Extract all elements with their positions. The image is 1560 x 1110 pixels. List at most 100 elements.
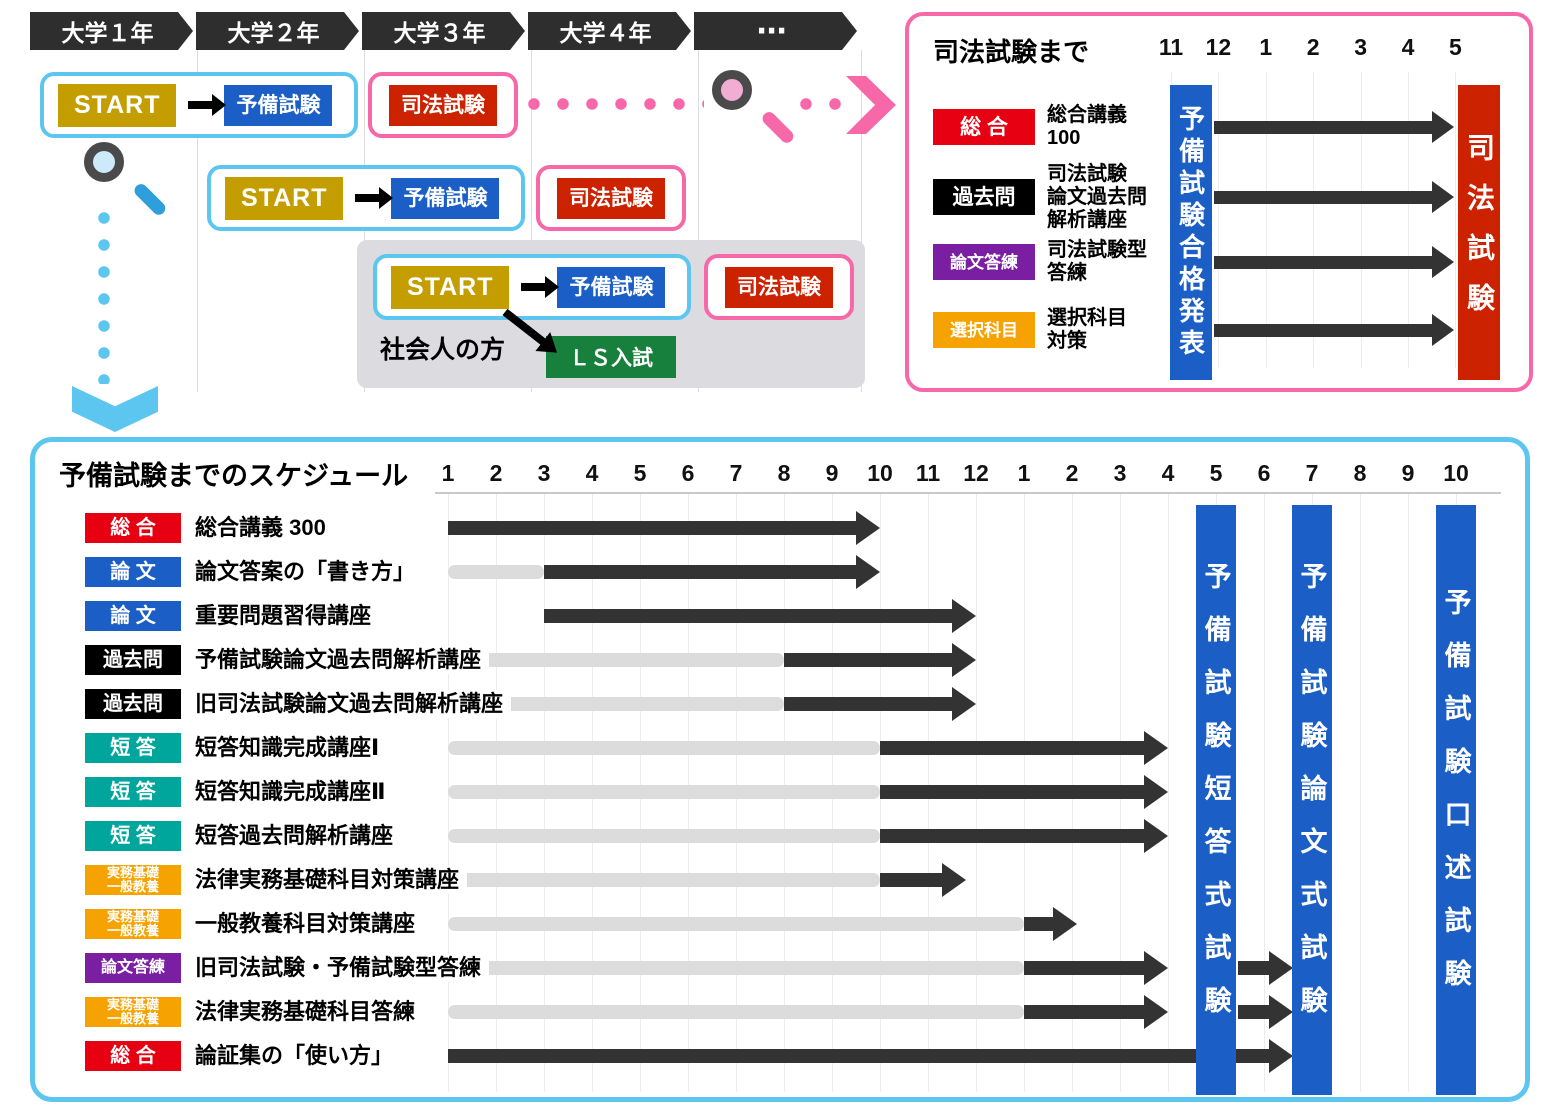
university-year-header: 大学３年 xyxy=(362,12,525,50)
pink-dotted-line xyxy=(528,98,704,110)
exam-bar: 予備試験口述試験 xyxy=(1436,505,1476,1095)
schedule-title: 予備試験までのスケジュール xyxy=(59,461,409,491)
course-arrow-head xyxy=(952,643,976,677)
course-arrow xyxy=(448,1049,1271,1063)
shihoshiken-box-3: 司法試験 xyxy=(704,254,854,320)
magnifier-handle xyxy=(759,109,796,146)
row-category-badge: 論 文 xyxy=(85,601,181,631)
university-year-header: 大学１年 xyxy=(30,12,193,50)
column-divider xyxy=(861,50,862,392)
month-label: 2 xyxy=(1065,460,1079,486)
course-arrow-head xyxy=(952,599,976,633)
row-category-badge: 過去問 xyxy=(85,689,181,719)
category-badge: 総 合 xyxy=(933,109,1035,145)
month-label: 7 xyxy=(1305,460,1319,486)
month-label: 4 xyxy=(1401,34,1415,60)
university-year-header: ⋯ xyxy=(694,12,857,50)
month-label: 12 xyxy=(1205,34,1232,60)
chevron-down-icon xyxy=(72,386,158,432)
month-label: 10 xyxy=(1443,460,1469,486)
magnifier-icon xyxy=(712,70,796,146)
month-label: 1 xyxy=(441,460,455,486)
course-arrow-head xyxy=(1432,111,1454,143)
magnifier-handle xyxy=(131,181,168,218)
course-arrow-head xyxy=(1144,731,1168,765)
month-label: 1 xyxy=(1017,460,1031,486)
progress-track xyxy=(448,917,1024,931)
university-year-header-row: 大学１年大学２年大学３年大学４年⋯ xyxy=(30,12,860,50)
route-row-2: START 予備試験 xyxy=(207,165,525,231)
month-label: 4 xyxy=(1161,460,1175,486)
yobishiken-badge: 予備試験 xyxy=(557,266,666,308)
category-badge: 選択科目 xyxy=(933,312,1035,348)
cyan-dotted-line xyxy=(98,212,110,384)
month-gridline xyxy=(1313,72,1315,368)
row-category-badge: 論 文 xyxy=(85,557,181,587)
course-label: 一般教養科目対策講座 xyxy=(195,910,424,938)
shihoshiken-badge: 司法試験 xyxy=(725,266,833,308)
course-arrow-head xyxy=(856,555,880,589)
course-arrow xyxy=(880,873,945,887)
yobishiken-badge: 予備試験 xyxy=(224,84,333,126)
category-label: 総合講義 100 xyxy=(1047,104,1127,149)
row-category-badge: 短 答 xyxy=(85,777,181,807)
course-arrow xyxy=(544,565,858,579)
course-arrow xyxy=(544,609,954,623)
route-row-3: START 予備試験 xyxy=(373,254,691,320)
progress-track xyxy=(448,697,784,711)
course-arrow xyxy=(1214,190,1432,204)
chevron-right-icon xyxy=(846,76,896,134)
row-category-badge: 短 答 xyxy=(85,733,181,763)
course-arrow xyxy=(880,741,1146,755)
month-gridline xyxy=(1408,72,1409,368)
magnifier-lens xyxy=(84,142,124,182)
month-gridline xyxy=(1360,72,1362,368)
month-gridline xyxy=(1408,494,1409,1092)
month-gridline xyxy=(1360,494,1361,1092)
course-arrow xyxy=(1024,1005,1146,1019)
exam-bar: 予備試験論文式試験 xyxy=(1292,505,1332,1095)
progress-track xyxy=(448,829,880,843)
month-label: 8 xyxy=(1353,460,1367,486)
course-label: 旧司法試験・予備試験型答練 xyxy=(195,954,490,982)
month-gridline xyxy=(1455,72,1457,368)
course-arrow-head xyxy=(1268,1039,1293,1073)
row-category-badge: 実務基礎一般教養 xyxy=(85,909,181,939)
month-label: 5 xyxy=(633,460,647,486)
column-divider xyxy=(197,50,198,392)
working-adult-label: 社会人の方 xyxy=(380,336,506,364)
ls-exam-badge: ＬＳ入試 xyxy=(546,336,676,378)
shihoshiken-badge: 司法試験 xyxy=(557,177,665,219)
pink-dotted-line xyxy=(800,98,844,110)
course-arrow xyxy=(1214,323,1432,337)
university-year-header: 大学４年 xyxy=(528,12,691,50)
course-arrow-head xyxy=(1052,907,1077,941)
course-label: 重要問題習得講座 xyxy=(195,602,380,630)
course-label: 短答過去問解析講座 xyxy=(195,822,402,850)
month-label: 11 xyxy=(1158,34,1184,60)
course-label: 総合講義 300 xyxy=(195,514,334,542)
course-arrow xyxy=(1237,1005,1271,1019)
course-label: 論証集の「使い方」 xyxy=(195,1042,402,1070)
course-label: 法律実務基礎科目答練 xyxy=(195,998,424,1026)
month-label: 3 xyxy=(1113,460,1127,486)
pass-announcement-bar: 予備試験合格発表 xyxy=(1170,85,1212,380)
course-arrow-head xyxy=(1268,995,1293,1029)
shihoshiken-box-1: 司法試験 xyxy=(368,72,518,138)
course-label: 旧司法試験論文過去問解析講座 xyxy=(195,690,512,718)
course-arrow xyxy=(784,653,954,667)
progress-track xyxy=(448,741,880,755)
month-gridline xyxy=(1218,72,1220,368)
category-label: 選択科目 対策 xyxy=(1047,307,1127,352)
route-row-1: START 予備試験 xyxy=(40,72,358,138)
month-label: 1 xyxy=(1259,34,1273,60)
column-divider xyxy=(531,50,532,392)
month-label: 11 xyxy=(915,460,941,486)
course-label: 短答知識完成講座Ⅱ xyxy=(195,778,394,806)
row-category-badge: 実務基礎一般教養 xyxy=(85,865,181,895)
course-arrow-head xyxy=(856,511,880,545)
course-arrow xyxy=(448,521,858,535)
category-label: 司法試験 論文過去問 解析講座 xyxy=(1047,162,1147,231)
course-arrow xyxy=(1214,255,1432,269)
